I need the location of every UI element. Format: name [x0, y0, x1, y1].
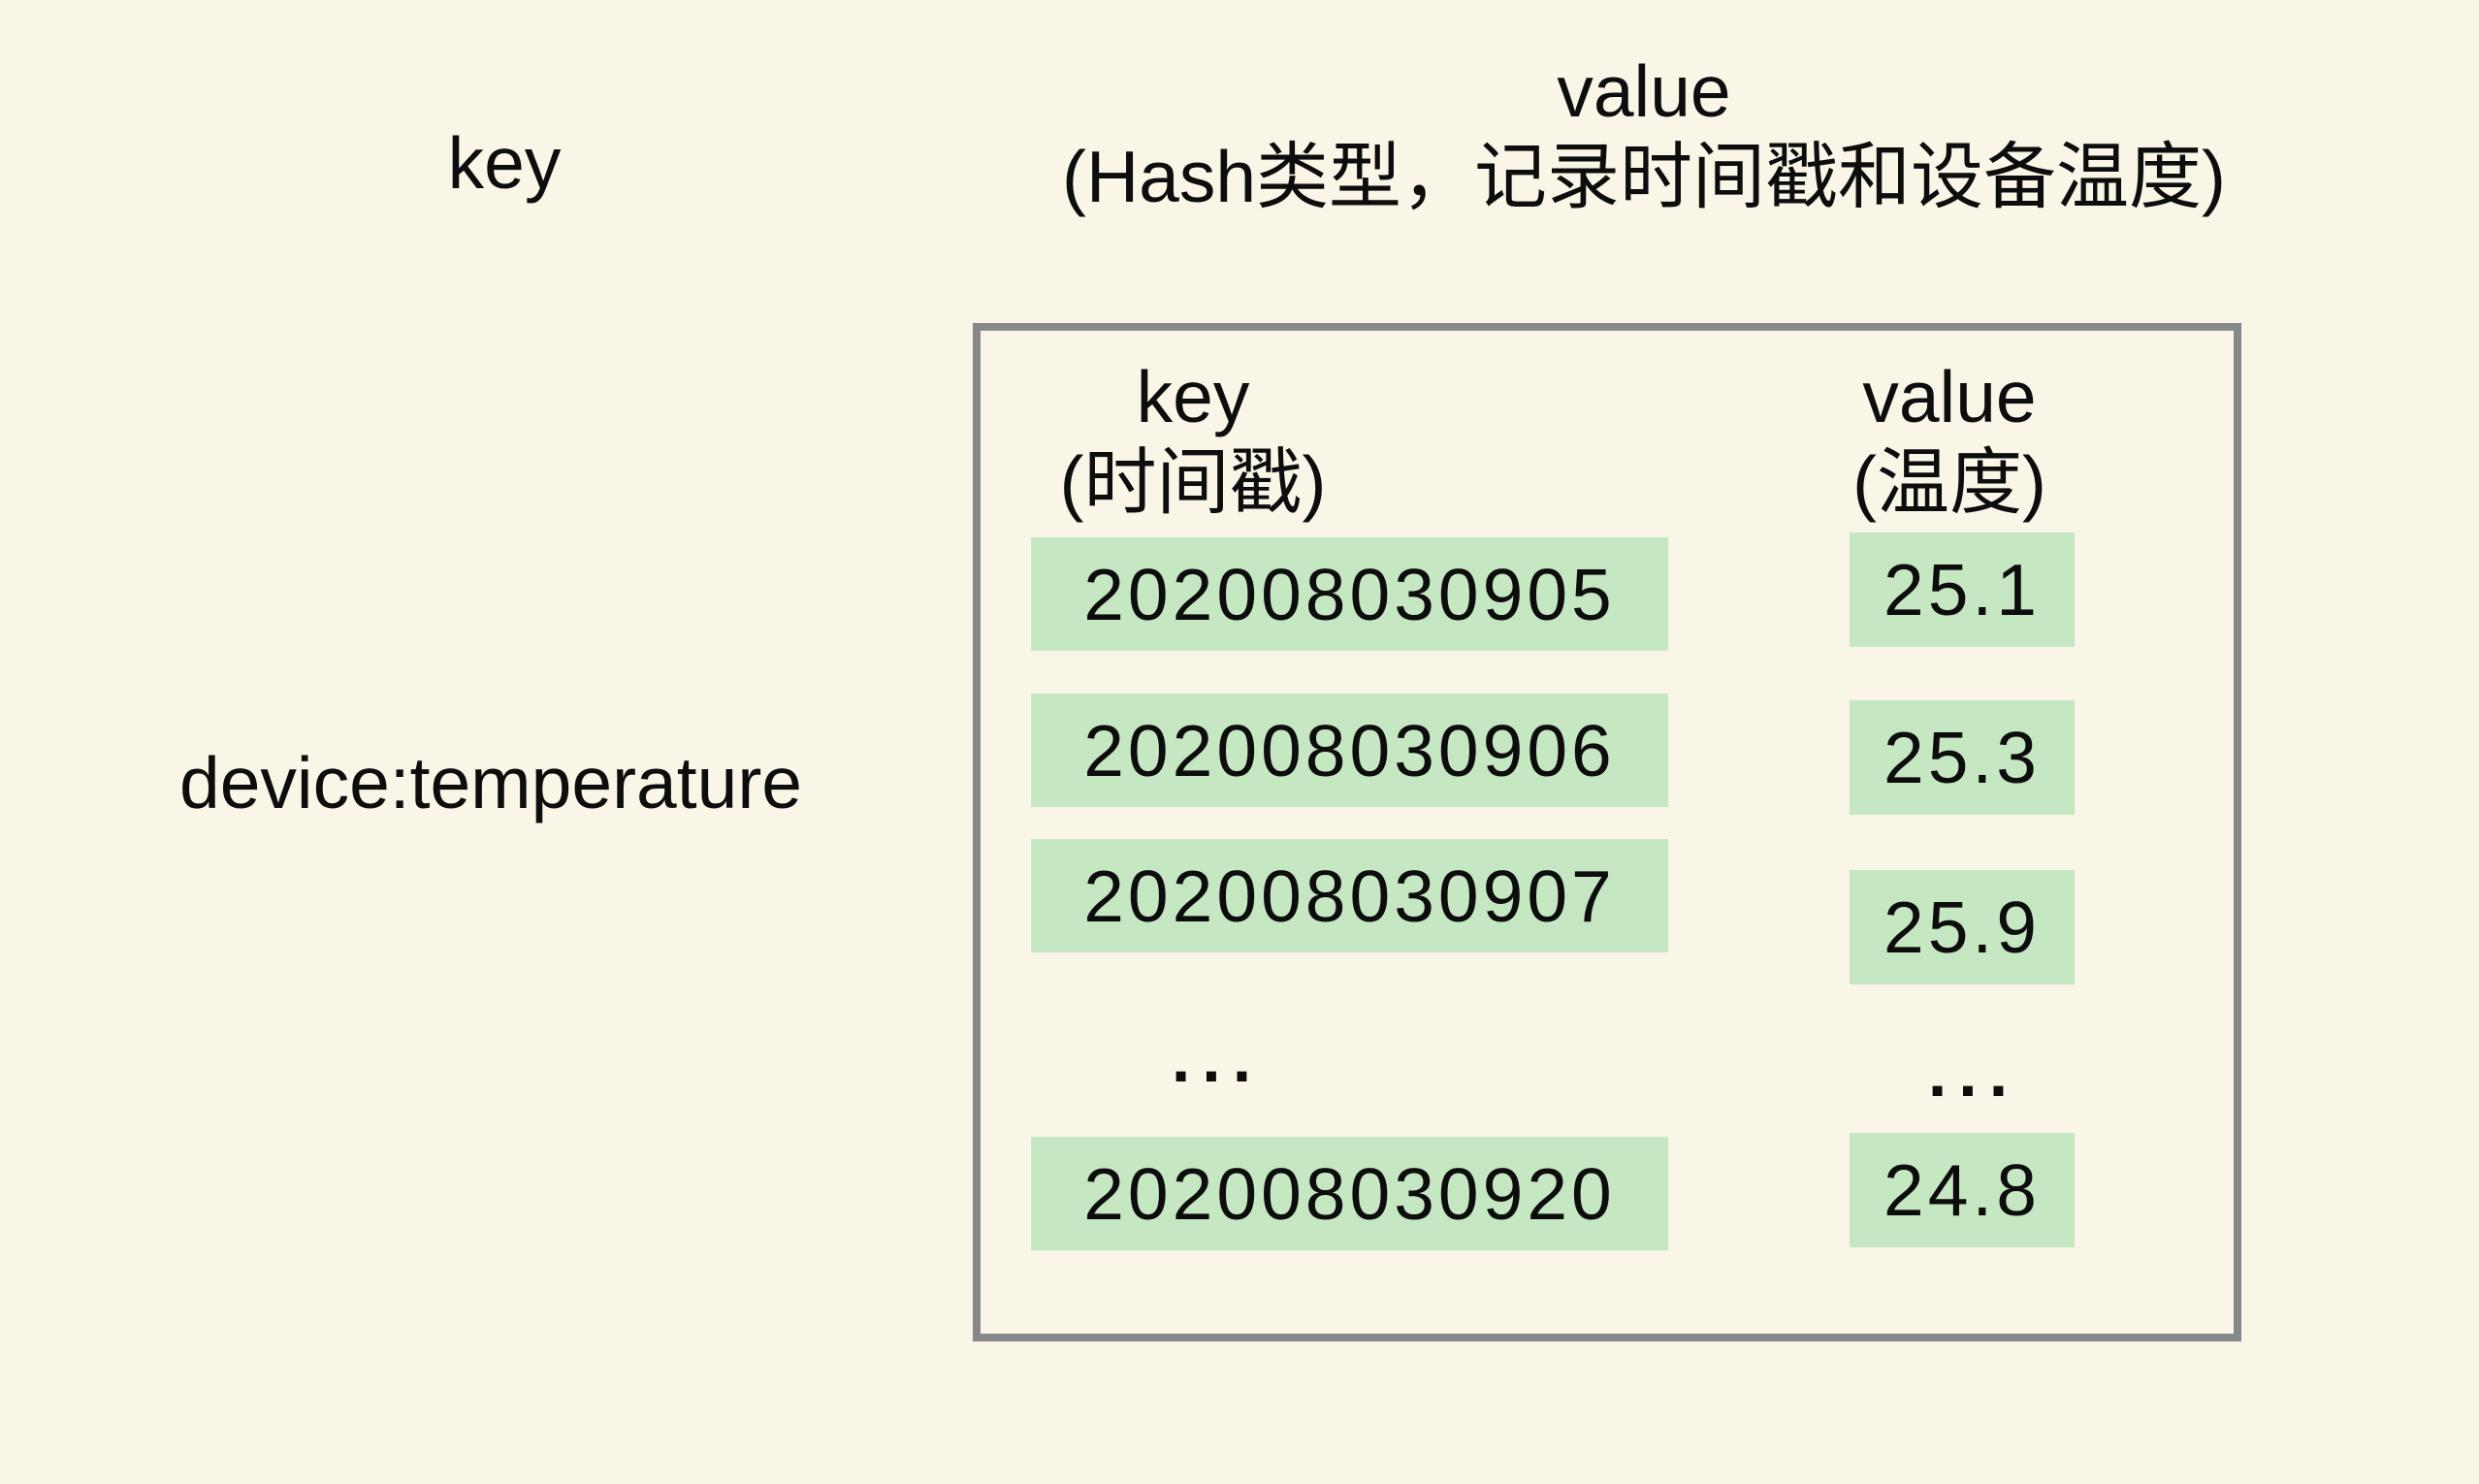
- hash-field-ellipsis: ...: [1171, 1020, 1264, 1096]
- hash-table-box: key (时间戳) value (温度) 202008030905 25.1 2…: [973, 323, 2241, 1341]
- hash-field-cell: 202008030906: [1031, 694, 1668, 807]
- outer-value-title: value: [1557, 50, 1731, 132]
- outer-value-subtitle: (Hash类型，记录时间戳和设备温度): [1061, 136, 2227, 217]
- hash-key-column-header: key (时间戳): [999, 354, 1387, 525]
- outer-key-label: key: [447, 122, 562, 204]
- hash-value-header-title: value: [1862, 356, 2037, 437]
- hash-value-cell: 24.8: [1850, 1133, 2075, 1247]
- hash-field-cell: 202008030905: [1031, 537, 1668, 651]
- hash-value-header-subtitle: (温度): [1852, 441, 2046, 523]
- hash-key-header-title: key: [1136, 356, 1250, 437]
- redis-key-label: device:temperature: [179, 742, 803, 823]
- hash-value-cell: 25.1: [1850, 532, 2075, 647]
- outer-value-label-block: value (Hash类型，记录时间戳和设备温度): [965, 48, 2323, 219]
- hash-value-column-header: value (温度): [1755, 354, 2143, 525]
- hash-value-ellipsis: ...: [1927, 1035, 2020, 1111]
- hash-field-cell: 202008030907: [1031, 839, 1668, 952]
- hash-field-cell: 202008030920: [1031, 1137, 1668, 1250]
- hash-key-header-subtitle: (时间戳): [1059, 441, 1327, 523]
- hash-value-cell: 25.9: [1850, 870, 2075, 984]
- hash-value-cell: 25.3: [1850, 700, 2075, 815]
